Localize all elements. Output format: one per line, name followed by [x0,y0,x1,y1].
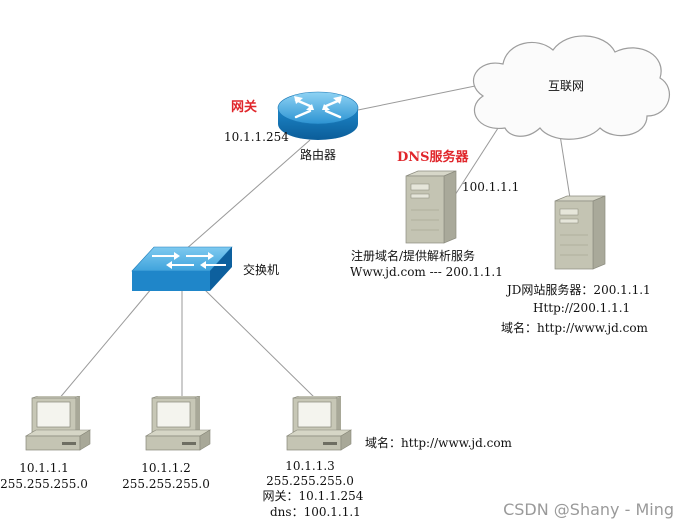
link-internet-jd [559,134,571,199]
pc2-ip: 10.1.1.2 [141,461,191,475]
switch-label: 交换机 [243,263,280,277]
dns-server-icon [405,170,457,244]
pc3-mask: 255.255.255.0 [266,474,354,488]
pc1-mask: 255.255.255.0 [0,477,88,491]
link-switch-pc3 [204,289,316,399]
router-label: 路由器 [300,148,337,162]
switch-icon [131,246,233,291]
link-switch-pc1 [57,287,153,401]
pc3-gateway: 网关：10.1.1.254 [262,489,364,503]
link-internet-dns [454,124,501,196]
dns-description: 注册域名/提供解析服务 [351,249,476,263]
internet-cloud-icon [472,35,670,140]
router-ip: 10.1.1.254 [224,130,289,144]
dns-ip: 100.1.1.1 [462,180,520,194]
pc3-computer-icon [285,396,353,451]
watermark: CSDN @Shany - Ming [503,500,674,519]
jd-server-ip: JD网站服务器：200.1.1.1 [507,283,651,297]
dns-record: Www.jd.com --- 200.1.1.1 [350,265,503,279]
pc1-ip: 10.1.1.1 [19,461,69,475]
pc2-computer-icon [144,396,212,451]
pc3-domain: 域名：http://www.jd.com [365,436,512,450]
pc3-dns: dns：100.1.1.1 [270,505,361,519]
pc2-mask: 255.255.255.0 [122,477,210,491]
link-router-switch [184,139,311,251]
jd-server-icon [554,195,606,270]
jd-server-url: Http://200.1.1.1 [533,301,631,315]
pc3-ip: 10.1.1.3 [285,459,335,473]
pc1-computer-icon [24,396,92,451]
gateway-title: 网关 [231,100,258,115]
internet-label: 互联网 [548,79,585,93]
dns-title: DNS服务器 [397,150,469,165]
link-router-internet [357,84,481,111]
jd-server-domain: 域名：http://www.jd.com [501,321,648,335]
router-icon [277,91,359,140]
